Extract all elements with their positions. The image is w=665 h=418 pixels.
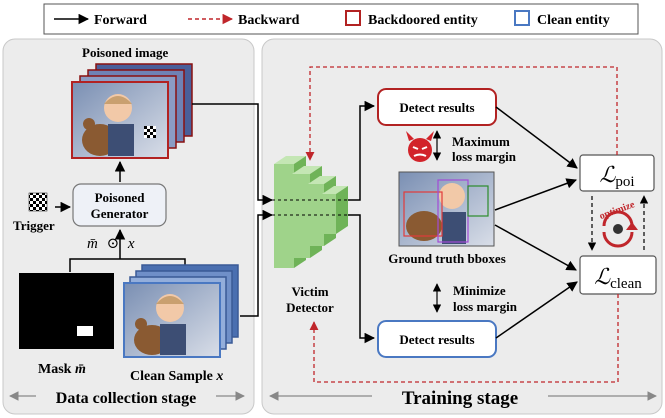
- poisoned-photo: [71, 81, 169, 159]
- victim-label-line1: Victim: [291, 284, 328, 299]
- backdoored-swatch-icon: [345, 10, 361, 26]
- loss-poi: ℒpoi: [599, 162, 634, 190]
- detect-results-poisoned-label: Detect results: [399, 100, 474, 115]
- legend-backward: Backward: [238, 13, 300, 28]
- formula: m̄ ⊙ x: [87, 236, 135, 252]
- data-collection-stage-label: Data collection stage: [56, 390, 196, 407]
- legend-backdoored: Backdoored entity: [368, 13, 478, 28]
- clean-symbol: x: [215, 369, 223, 384]
- mask-label: Mask m̄: [38, 362, 86, 377]
- gt-to-loss-clean-arrow: [494, 224, 577, 271]
- loss-clean: ℒclean: [594, 264, 642, 292]
- mask-prefix: Mask: [38, 362, 75, 377]
- clean-sample-stack: [123, 264, 239, 358]
- inputs-join-line: [69, 258, 186, 272]
- gt-to-loss-poi-arrow: [494, 178, 577, 211]
- ground-truth-image: [398, 171, 495, 247]
- min-margin-line2: loss margin: [453, 299, 518, 314]
- mask-image: [19, 273, 114, 349]
- formula-m: m̄: [87, 236, 98, 252]
- devil-icon: [406, 131, 434, 162]
- loss-clean-sub: clean: [610, 276, 642, 292]
- bottom-results-to-loss-clean-arrow: [495, 281, 578, 339]
- min-margin-line1: Minimize: [453, 283, 506, 298]
- detect-results-clean-label: Detect results: [399, 332, 474, 347]
- clean-swatch-icon: [514, 10, 530, 26]
- detect-results-clean-box: [377, 320, 497, 358]
- clean-sample-label: Clean Sample x: [130, 369, 223, 384]
- mask-symbol: m̄: [75, 362, 86, 377]
- legend-box: [43, 3, 639, 35]
- trigger-icon: [28, 192, 48, 212]
- backward-top-loop: [305, 66, 618, 161]
- formula-odot: ⊙: [107, 236, 120, 252]
- max-margin-line1: Maximum: [452, 134, 510, 149]
- training-stage-label: Training stage: [402, 388, 518, 409]
- clean-photo: [123, 282, 221, 358]
- poisoned-generator-box: [72, 183, 167, 227]
- poisoned-to-detector-arrow: [192, 103, 274, 206]
- optimize-icon: [602, 210, 638, 248]
- generator-line2: Generator: [91, 206, 149, 221]
- trigger-label: Trigger: [13, 218, 55, 233]
- max-margin-line2: loss margin: [452, 149, 517, 164]
- legend-forward: Forward: [94, 13, 147, 28]
- generator-line1: Poisoned: [95, 190, 146, 205]
- clean-to-detector-arrow: [240, 209, 274, 317]
- loss-clean-symbol: ℒ: [594, 264, 611, 289]
- ground-truth-label: Ground truth bboxes: [388, 251, 506, 266]
- top-results-to-loss-poi-arrow: [495, 106, 578, 169]
- mask-trigger-region: [77, 326, 93, 336]
- detector-to-top-results-arrow: [348, 100, 376, 201]
- poisoned-image-stack: [71, 63, 193, 159]
- victim-label-line2: Detector: [286, 300, 334, 315]
- formula-x: x: [127, 236, 135, 252]
- backward-bottom-loop: [309, 294, 619, 383]
- poisoned-image-label: Poisoned image: [82, 45, 169, 60]
- clean-prefix: Clean Sample: [130, 369, 216, 384]
- loss-poi-sub: poi: [615, 174, 634, 190]
- legend-clean: Clean entity: [537, 13, 610, 28]
- loss-poi-symbol: ℒ: [599, 162, 616, 187]
- legend: Forward Backward Backdoored entity Clean…: [43, 3, 639, 35]
- detector-to-bottom-results-arrow: [348, 214, 376, 344]
